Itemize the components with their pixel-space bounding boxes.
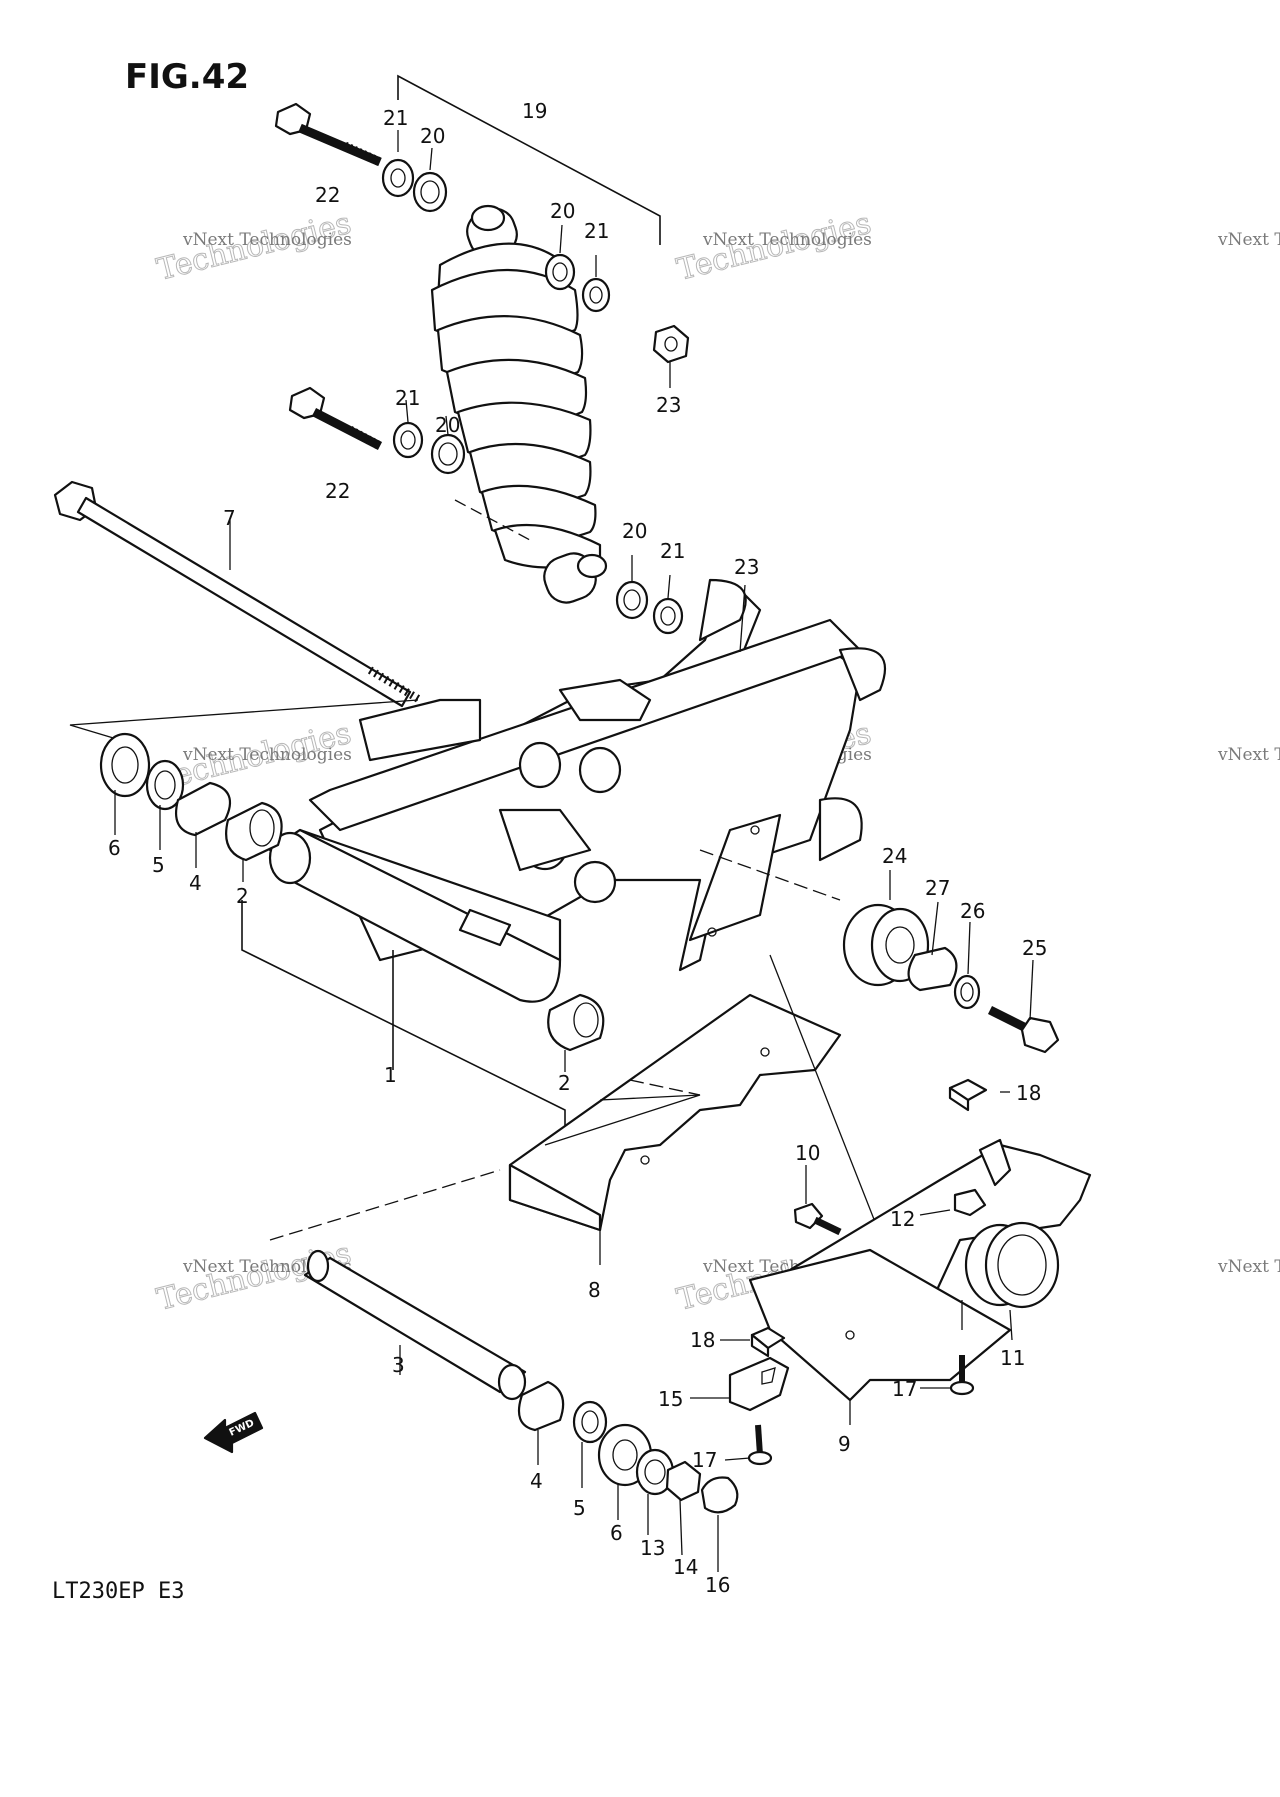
callout-17: 17 bbox=[892, 1377, 917, 1401]
callout-9: 14 bbox=[673, 1555, 698, 1579]
callout-20: 20 bbox=[435, 413, 460, 437]
watermark-left-top: Technologies vNext Technologies bbox=[153, 205, 355, 288]
callout-labels: 21 20 19 22 20 21 23 21 20 22 20 21 23 7… bbox=[108, 99, 1047, 1597]
pivot-shaft-7 bbox=[53, 480, 423, 741]
callout-11: 11 bbox=[1000, 1346, 1025, 1370]
callout-25: 25 bbox=[1022, 936, 1047, 960]
svg-text:vNext Technologies: vNext Technologies bbox=[182, 745, 352, 765]
axle-3 bbox=[303, 1249, 527, 1401]
figure-title: FIG.42 bbox=[125, 57, 249, 97]
nut-18-upper bbox=[948, 1078, 988, 1112]
callout-13: 9 bbox=[838, 1432, 851, 1456]
callout-19: 19 bbox=[522, 99, 547, 123]
svg-text:vNext Technologies: vNext Technologies bbox=[1217, 230, 1280, 250]
watermark-right-edge: vNext Technologies vNext Technologies vN… bbox=[1217, 230, 1280, 1277]
callout-21: 21 bbox=[584, 219, 609, 243]
model-code: LT230EP E3 bbox=[52, 1579, 184, 1604]
callout-3: 3 bbox=[392, 1353, 405, 1377]
screw-17-lower bbox=[747, 1424, 773, 1466]
washers-shock bbox=[381, 158, 684, 635]
screw-17-right bbox=[949, 1355, 975, 1396]
svg-text:vNext Technologies: vNext Technologies bbox=[1217, 1257, 1280, 1277]
callout-21: 21 bbox=[660, 539, 685, 563]
shock-absorber bbox=[397, 74, 661, 604]
callout-22: 22 bbox=[325, 479, 350, 503]
callout-20: 20 bbox=[420, 124, 445, 148]
callout-27: 27 bbox=[925, 876, 950, 900]
nut-23-upper bbox=[652, 324, 690, 364]
svg-text:vNext Technologies: vNext Technologies bbox=[1217, 745, 1280, 765]
bolt-22-lower bbox=[288, 386, 383, 451]
chain-case-13 bbox=[748, 1138, 1092, 1402]
bearing-2-lower bbox=[547, 993, 605, 1052]
callout-6: 6 bbox=[108, 836, 121, 860]
nut-18-lower bbox=[750, 1326, 786, 1358]
callout-10: 16 bbox=[705, 1573, 730, 1597]
left-pivot-parts bbox=[99, 732, 283, 862]
bolt-22-upper bbox=[274, 102, 382, 167]
callout-2: 2 bbox=[558, 1071, 571, 1095]
right-pivot-parts bbox=[842, 903, 1060, 1054]
svg-text:vNext Technologies: vNext Technologies bbox=[182, 230, 352, 250]
callout-18: 18 bbox=[1016, 1081, 1041, 1105]
callout-20: 20 bbox=[550, 199, 575, 223]
boot-11 bbox=[964, 1221, 1060, 1309]
callout-14: 10 bbox=[795, 1141, 820, 1165]
callout-21: 21 bbox=[383, 106, 408, 130]
callout-15: 15 bbox=[658, 1387, 683, 1411]
callout-24: 24 bbox=[882, 844, 907, 868]
callout-1: 1 bbox=[384, 1063, 397, 1087]
callout-7: 7 bbox=[223, 506, 236, 530]
callout-18: 18 bbox=[690, 1328, 715, 1352]
lower-axle-parts bbox=[517, 1380, 739, 1514]
swingarm-1 bbox=[268, 578, 886, 1003]
callout-21: 21 bbox=[395, 386, 420, 410]
callout-20: 20 bbox=[622, 519, 647, 543]
bracket-lines bbox=[241, 900, 566, 1130]
callout-5: 5 bbox=[573, 1496, 586, 1520]
callout-2: 2 bbox=[236, 884, 249, 908]
callout-26: 26 bbox=[960, 899, 985, 923]
svg-text:vNext Technologies: vNext Technologies bbox=[702, 230, 872, 250]
callout-4: 4 bbox=[530, 1469, 543, 1493]
callout-23: 23 bbox=[656, 393, 681, 417]
callout-17: 17 bbox=[692, 1448, 717, 1472]
callout-8: 13 bbox=[640, 1536, 665, 1560]
callout-12: 8 bbox=[588, 1278, 601, 1302]
callout-5: 5 bbox=[152, 853, 165, 877]
fwd-arrow-icon: FWD bbox=[203, 1411, 264, 1454]
callout-23: 23 bbox=[734, 555, 759, 579]
clamp-15 bbox=[728, 1356, 790, 1412]
watermark-mid-top: Technologies vNext Technologies bbox=[673, 205, 875, 288]
callout-16: 12 bbox=[890, 1207, 915, 1231]
leader-lines bbox=[269, 954, 891, 1261]
callout-6: 6 bbox=[610, 1521, 623, 1545]
callout-22: 22 bbox=[315, 183, 340, 207]
bolt-14 bbox=[793, 1202, 842, 1236]
callout-leaders bbox=[114, 130, 1034, 1572]
callout-4: 4 bbox=[189, 871, 202, 895]
